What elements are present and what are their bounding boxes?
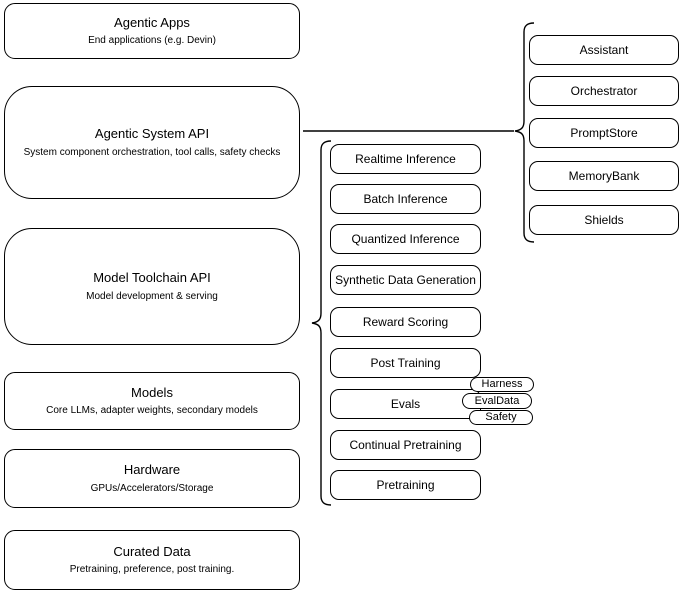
node-label: Post Training — [370, 355, 441, 370]
node-assistant: Assistant — [529, 35, 679, 65]
node-curated-data: Curated Data Pretraining, preference, po… — [4, 530, 300, 590]
node-subtitle: System component orchestration, tool cal… — [23, 146, 281, 158]
node-subtitle: Pretraining, preference, post training. — [69, 564, 235, 576]
node-title: Hardware — [123, 462, 181, 478]
node-agentic-system-api: Agentic System API System component orch… — [4, 86, 300, 199]
node-label: Shields — [584, 212, 624, 227]
node-label: Synthetic Data Generation — [335, 272, 476, 287]
node-title: Curated Data — [113, 543, 191, 559]
node-synthetic-data-generation: Synthetic Data Generation — [330, 265, 481, 295]
node-pretraining: Pretraining — [330, 470, 481, 500]
node-label: Evals — [390, 396, 421, 411]
node-orchestrator: Orchestrator — [529, 76, 679, 106]
node-label: Orchestrator — [570, 83, 638, 98]
node-batch-inference: Batch Inference — [330, 184, 481, 214]
node-label: Pretraining — [376, 477, 435, 492]
tag-label: Harness — [481, 378, 523, 390]
node-model-toolchain-api: Model Toolchain API Model development & … — [4, 228, 300, 345]
node-post-training: Post Training — [330, 348, 481, 378]
eval-tag-harness: Harness — [470, 377, 534, 392]
node-title: Agentic System API — [94, 126, 210, 142]
node-shields: Shields — [529, 205, 679, 235]
node-promptstore: PromptStore — [529, 118, 679, 148]
node-quantized-inference: Quantized Inference — [330, 224, 481, 254]
node-realtime-inference: Realtime Inference — [330, 144, 481, 174]
tag-label: EvalData — [474, 394, 520, 407]
node-label: Continual Pretraining — [349, 437, 462, 452]
node-reward-scoring: Reward Scoring — [330, 307, 481, 337]
node-label: Quantized Inference — [351, 231, 460, 246]
node-hardware: Hardware GPUs/Accelerators/Storage — [4, 449, 300, 508]
node-title: Models — [131, 384, 173, 400]
eval-tag-evaldata: EvalData — [462, 393, 532, 409]
node-evals: Evals — [330, 389, 481, 419]
node-label: MemoryBank — [568, 168, 640, 183]
node-label: Realtime Inference — [355, 151, 456, 166]
node-label: Reward Scoring — [362, 314, 449, 329]
node-title: Agentic Apps — [114, 14, 190, 30]
toolchain-brace — [311, 140, 332, 506]
eval-tag-safety: Safety — [469, 410, 533, 425]
node-subtitle: Core LLMs, adapter weights, secondary mo… — [46, 405, 258, 417]
node-label: PromptStore — [570, 125, 638, 140]
node-memorybank: MemoryBank — [529, 161, 679, 191]
node-subtitle: End applications (e.g. Devin) — [88, 35, 216, 47]
tag-label: Safety — [485, 411, 517, 423]
node-subtitle: GPUs/Accelerators/Storage — [90, 482, 214, 494]
node-agentic-apps: Agentic Apps End applications (e.g. Devi… — [4, 3, 300, 59]
node-continual-pretraining: Continual Pretraining — [330, 430, 481, 460]
node-models: Models Core LLMs, adapter weights, secon… — [4, 372, 300, 430]
node-title: Model Toolchain API — [93, 270, 211, 286]
node-label: Batch Inference — [363, 191, 448, 206]
node-label: Assistant — [579, 42, 629, 57]
node-subtitle: Model development & serving — [86, 290, 218, 302]
